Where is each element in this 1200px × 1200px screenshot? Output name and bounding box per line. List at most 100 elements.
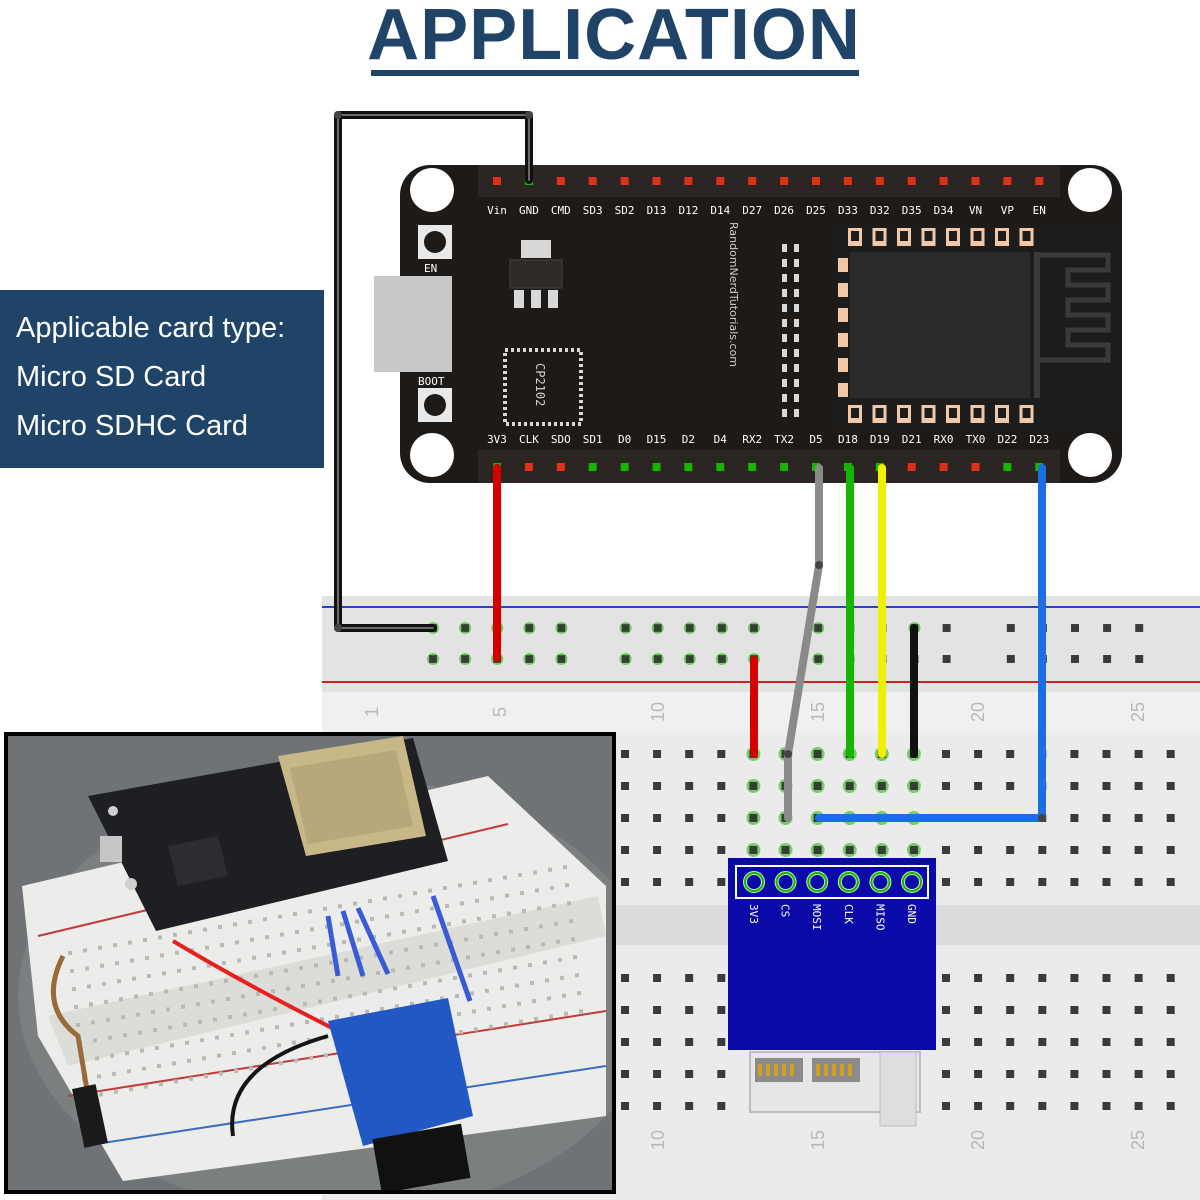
mount-hole <box>410 168 454 212</box>
pin-bottom-rx0 <box>939 463 948 471</box>
esp-wroom-module <box>836 226 1120 428</box>
pin-top-d13 <box>652 177 661 185</box>
page-title: APPLICATION <box>367 0 861 75</box>
sd-pin-label-clk: CLK <box>842 904 855 924</box>
photo-inset <box>4 732 616 1194</box>
pin-bottom-d2 <box>684 463 693 471</box>
pin-top-d34 <box>939 177 948 185</box>
pin-top-en <box>1035 177 1044 185</box>
pin-label-d23: D23 <box>1029 433 1049 446</box>
card-type-micro-sdhc: Micro SDHC Card <box>16 410 249 442</box>
sd-pin-label-3v3: 3V3 <box>747 904 760 924</box>
voltage-regulator <box>509 240 563 308</box>
sd-pin-label-mosi: MOSI <box>810 904 823 931</box>
pin-bottom-rx2 <box>748 463 757 471</box>
pin-label-rx2: RX2 <box>742 433 762 446</box>
pin-label-d34: D34 <box>934 204 954 217</box>
pin-top-cmd <box>556 177 565 185</box>
sd-pin-label-cs: CS <box>779 904 792 917</box>
column-number: 1 <box>362 707 382 717</box>
title-underline <box>371 70 859 76</box>
pin-top-d33 <box>843 177 852 185</box>
pin-top-d32 <box>875 177 884 185</box>
pin-label-d15: D15 <box>647 433 667 446</box>
photo-sd-module <box>328 998 473 1146</box>
card-type-heading: Applicable card type: <box>16 312 286 344</box>
pin-top-d12 <box>684 177 693 185</box>
pin-label-d13: D13 <box>647 204 667 217</box>
pin-label-en: EN <box>1033 204 1046 217</box>
pin-bottom-d21 <box>907 463 916 471</box>
pin-label-3v3: 3V3 <box>487 433 507 446</box>
column-number: 15 <box>808 702 828 722</box>
pin-label-d2: D2 <box>682 433 695 446</box>
pin-bottom-clk <box>524 463 533 471</box>
pin-bottom-tx2 <box>780 463 789 471</box>
pin-bottom-sd1 <box>588 463 597 471</box>
pin-label-vin: Vin <box>487 204 507 217</box>
pin-label-tx0: TX0 <box>966 433 986 446</box>
pin-bottom-d4 <box>716 463 725 471</box>
pin-label-d35: D35 <box>902 204 922 217</box>
column-number: 15 <box>808 1130 828 1150</box>
pin-bottom-d22 <box>1003 463 1012 471</box>
pin-top-d35 <box>907 177 916 185</box>
pin-label-sd2: SD2 <box>615 204 635 217</box>
cp2102-chip: CP2102 <box>503 348 583 426</box>
column-number: 10 <box>648 702 668 722</box>
svg-text:RandomNerdTutorials.com: RandomNerdTutorials.com <box>727 222 740 367</box>
column-number: 5 <box>490 707 510 717</box>
pin-bottom-tx0 <box>971 463 980 471</box>
pin-bottom-d0 <box>620 463 629 471</box>
sd-card-module: 3V3 CS MOSI CLK MISO GND <box>728 858 936 1127</box>
pin-label-tx2: TX2 <box>774 433 794 446</box>
column-number: 25 <box>1128 1130 1148 1150</box>
sd-pin-label-miso: MISO <box>873 904 886 931</box>
pin-label-sd3: SD3 <box>583 204 603 217</box>
pin-label-cmd: CMD <box>551 204 571 217</box>
mount-hole <box>1068 168 1112 212</box>
pin-label-d14: D14 <box>710 204 730 217</box>
pin-label-vp: VP <box>1001 204 1015 217</box>
mount-hole <box>410 433 454 477</box>
pin-label-d0: D0 <box>618 433 631 446</box>
pin-label-d25: D25 <box>806 204 826 217</box>
column-number: 20 <box>968 702 988 722</box>
pin-label-d4: D4 <box>714 433 728 446</box>
pin-label-d27: D27 <box>742 204 762 217</box>
pin-label-sdo: SDO <box>551 433 571 446</box>
pin-bottom-sdo <box>556 463 565 471</box>
pin-label-d5: D5 <box>809 433 822 446</box>
pin-label-d19: D19 <box>870 433 890 446</box>
pin-label-d22: D22 <box>997 433 1017 446</box>
pin-top-vp <box>1003 177 1012 185</box>
pin-top-d25 <box>812 177 820 185</box>
pin-top-vin <box>493 177 501 185</box>
column-number: 25 <box>1128 702 1148 722</box>
pin-bottom-d15 <box>652 463 661 471</box>
pin-label-clk: CLK <box>519 433 539 446</box>
column-number: 20 <box>968 1130 988 1150</box>
pin-label-vn: VN <box>969 204 982 217</box>
pin-top-sd2 <box>620 177 629 185</box>
svg-text:CP2102: CP2102 <box>533 363 547 406</box>
pin-label-gnd: GND <box>519 204 539 217</box>
sd-pin-label-gnd: GND <box>905 904 918 924</box>
pin-label-d12: D12 <box>678 204 698 217</box>
svg-text:EN: EN <box>424 262 437 275</box>
pin-label-rx0: RX0 <box>934 433 954 446</box>
pin-label-d21: D21 <box>902 433 922 446</box>
pin-top-vn <box>971 177 980 185</box>
column-number: 10 <box>648 1130 668 1150</box>
pin-top-d27 <box>748 177 757 185</box>
pin-top-d14 <box>716 177 725 185</box>
pin-label-sd1: SD1 <box>583 433 603 446</box>
card-type-panel: Applicable card type: Micro SD Card Micr… <box>0 290 324 468</box>
card-type-micro-sd: Micro SD Card <box>16 361 207 393</box>
wire-gray-cs <box>784 464 823 822</box>
usb-port <box>374 276 452 372</box>
pin-label-d26: D26 <box>774 204 794 217</box>
pin-top-sd3 <box>588 177 597 185</box>
mount-hole <box>1068 433 1112 477</box>
